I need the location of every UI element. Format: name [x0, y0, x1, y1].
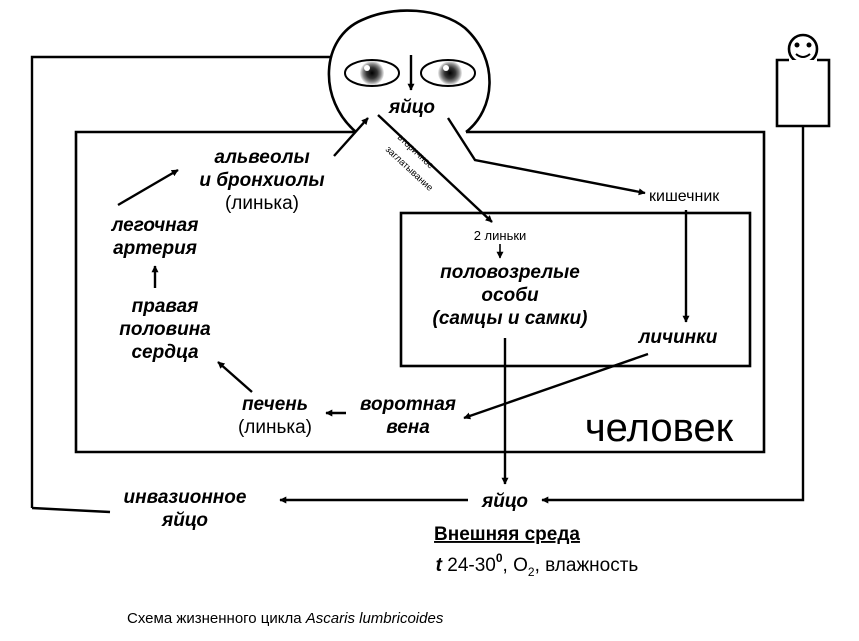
secondary-swallowing-arrow [377, 114, 493, 223]
invasive-to-loop-line [31, 506, 111, 514]
larvae-label: личинки [638, 327, 718, 348]
heart-label-1: правая [132, 296, 199, 317]
head-outline [327, 9, 491, 134]
liver-label-2: (линька) [238, 417, 312, 438]
person-icon [775, 33, 831, 128]
human-label: человек [585, 406, 734, 450]
conditions-label: t 24-300, O2, влажность [436, 551, 639, 579]
left-eye-icon [344, 59, 400, 87]
intestine-label: кишечник [649, 188, 720, 205]
pulmonary-artery-label-2: артерия [113, 238, 197, 259]
egg-to-intestine-line [446, 117, 646, 196]
human-body-box [74, 130, 766, 454]
portal-vein-label-2: вена [386, 417, 430, 438]
outer-loop-line [30, 55, 335, 508]
intestine-box [399, 211, 752, 368]
adults-label-1: половозрелые [440, 262, 580, 283]
invasive-egg-label-1: инвазионное [124, 487, 247, 508]
liver-label-1: печень [242, 394, 308, 415]
egg-top-label: яйцо [388, 97, 435, 118]
adults-label-2: особи [481, 285, 539, 306]
alveoli-label-2: и бронхиолы [199, 170, 324, 191]
environment-label: Внешняя среда [434, 524, 580, 545]
egg-bottom-label: яйцо [481, 491, 528, 512]
two-molts-label: 2 линьки [474, 228, 527, 243]
alveoli-to-head-arrow [333, 117, 369, 157]
caption: Схема жизненного цикла Ascaris lumbricoi… [127, 610, 444, 627]
person-to-egg-line [541, 126, 805, 504]
invasive-egg-label-2: яйцо [161, 510, 208, 531]
right-eye-icon [420, 59, 476, 87]
artery-to-alveoli-arrow [117, 168, 179, 207]
portal-vein-label-1: воротная [360, 394, 456, 415]
larvae-to-portal-vein-arrow [463, 352, 649, 420]
alveoli-label-3: (линька) [225, 193, 299, 214]
pulmonary-artery-label-1: легочная [111, 215, 199, 236]
adults-label-3: (самцы и самки) [433, 308, 588, 329]
alveoli-label-1: альвеолы [214, 147, 309, 168]
heart-label-2: половина [119, 319, 211, 340]
liver-to-heart-arrow [217, 361, 253, 393]
heart-label-3: сердца [131, 342, 199, 363]
